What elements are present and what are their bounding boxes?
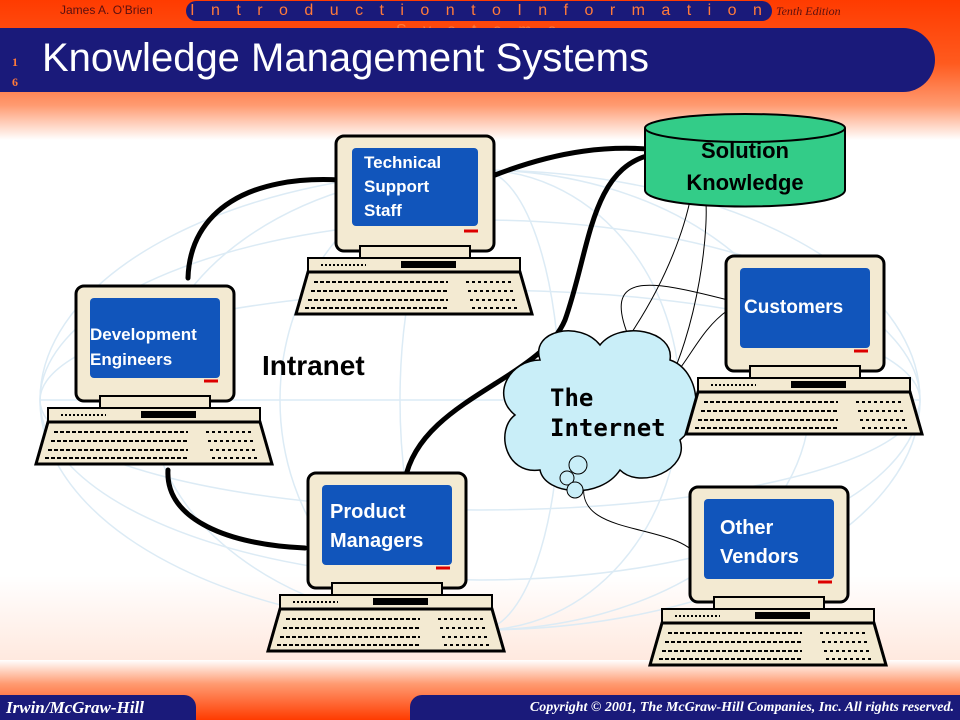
vendors-label-2: Vendors — [720, 546, 799, 568]
copyright-notice: Copyright © 2001, The McGraw-Hill Compan… — [410, 695, 960, 720]
technical-label-1: Technical — [364, 153, 441, 172]
page-title: Knowledge Management Systems — [42, 36, 649, 80]
author-name: James A. O’Brien — [60, 3, 153, 17]
computer-customers: Customers — [684, 254, 924, 436]
intranet-label: Intranet — [262, 350, 365, 381]
solution-knowledge-database: Solution Knowledge — [644, 113, 846, 208]
computer-development-engineers: Development Engineers — [34, 284, 274, 466]
screen — [704, 499, 834, 579]
development-label-1: Development — [90, 325, 197, 344]
development-label-2: Engineers — [90, 350, 172, 369]
database-label-line2: Knowledge — [686, 170, 803, 195]
product-label-2: Managers — [330, 530, 423, 552]
computer-technical-support: Technical Support Staff — [294, 134, 534, 316]
screen — [322, 485, 452, 565]
internet-cloud: The Internet — [503, 330, 697, 499]
vendors-label-1: Other — [720, 517, 774, 539]
intranet-links — [165, 145, 663, 551]
slide-number-top: 1 — [12, 55, 18, 69]
customers-label: Customers — [744, 297, 843, 318]
technical-label-2: Support — [364, 177, 429, 196]
cloud-label-line1: The — [550, 384, 593, 412]
screen — [90, 298, 220, 378]
title-bar — [0, 28, 935, 92]
slide-number-bottom: 6 — [12, 75, 18, 89]
database-label-line1: Solution — [701, 138, 789, 163]
edition-label: Tenth Edition — [776, 4, 841, 18]
publisher-label: Irwin/McGraw-Hill — [0, 695, 196, 720]
computer-other-vendors: Other Vendors — [648, 485, 888, 667]
cloud-label-line2: Internet — [550, 414, 666, 442]
product-label-1: Product — [330, 501, 406, 523]
screen — [740, 268, 870, 348]
computer-product-managers: Product Managers — [266, 471, 506, 653]
slide-number: 1 6 — [8, 52, 22, 92]
technical-label-3: Staff — [364, 201, 402, 220]
screen — [352, 148, 478, 226]
